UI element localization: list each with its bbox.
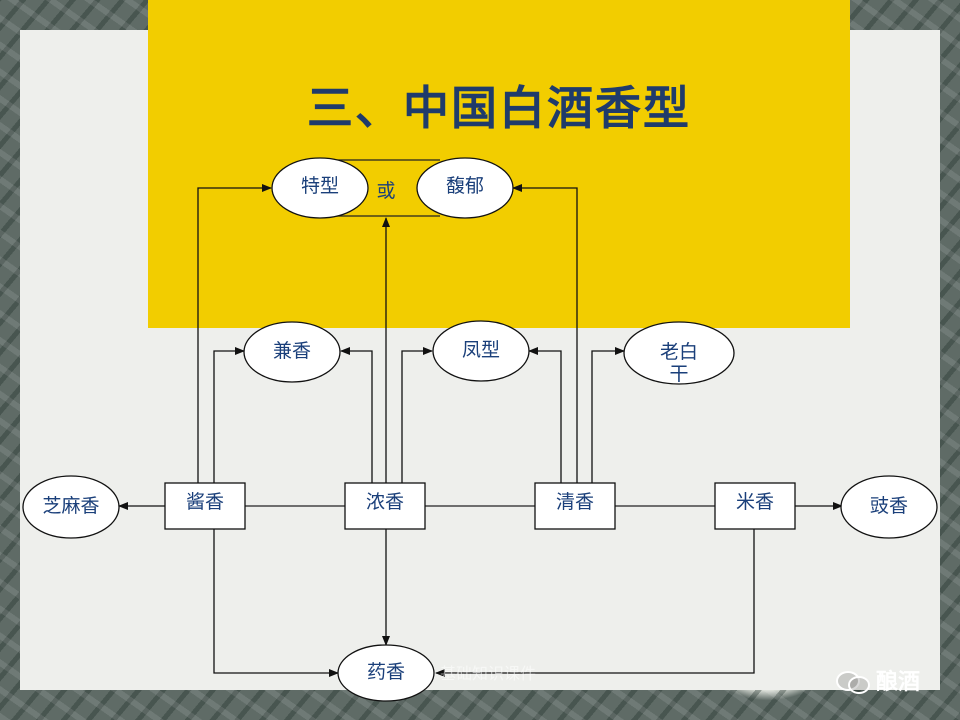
footer-watermark-text: 基础知识课件 [440,664,537,683]
title-highlight-block [148,0,850,328]
arrow-jiang-to-yao [213,529,339,677]
arrow-qing-to-fuyu [512,184,578,483]
node-qingxiang [534,482,616,530]
node-jiangxiang [164,482,246,530]
label-zhimaxiang: 芝麻香 [42,495,100,517]
brand-name: 酿酒 [876,670,921,695]
label-jianxiang: 兼香 [272,340,311,362]
node-fuyu [416,157,514,219]
node-zhimaxiang [22,475,120,539]
slide-title: 三、中国白酒香型 [307,81,691,135]
node-laobaigan [623,321,735,385]
node-mixiang [714,482,796,530]
label-laobaigan: 老白干 [659,341,698,385]
label-or: 或 [376,180,396,202]
chat-bubbles-icon [836,667,870,694]
node-jianxiang [243,321,341,383]
node-chixiang [840,475,938,539]
arrow-mi-to-yao [435,529,755,677]
label-fuyu: 馥郁 [445,175,484,197]
label-qingxiang: 清香 [555,491,594,513]
label-fengxing: 凤型 [461,339,500,361]
node-texing [271,157,369,219]
label-jiangxiang: 酱香 [185,491,224,513]
brand-watermark: 酿酒 [836,664,920,696]
label-mixiang: 米香 [735,491,774,513]
arrow-jiang-to-jian [213,347,245,483]
label-yaoxiang: 药香 [366,661,405,683]
arrow-jiang-to-texing [197,184,272,483]
node-yaoxiang [337,644,435,702]
arrow-qing-to-feng [528,347,562,483]
label-chixiang: 豉香 [869,495,908,517]
arrow-nong-to-feng [401,347,433,483]
arrow-nong-to-jian [340,347,373,483]
label-texing: 特型 [300,175,339,197]
node-fengxing [432,320,530,382]
node-nongxiang [344,482,426,530]
label-nongxiang: 浓香 [365,491,404,513]
arrow-qing-to-laobaigan [591,347,625,483]
